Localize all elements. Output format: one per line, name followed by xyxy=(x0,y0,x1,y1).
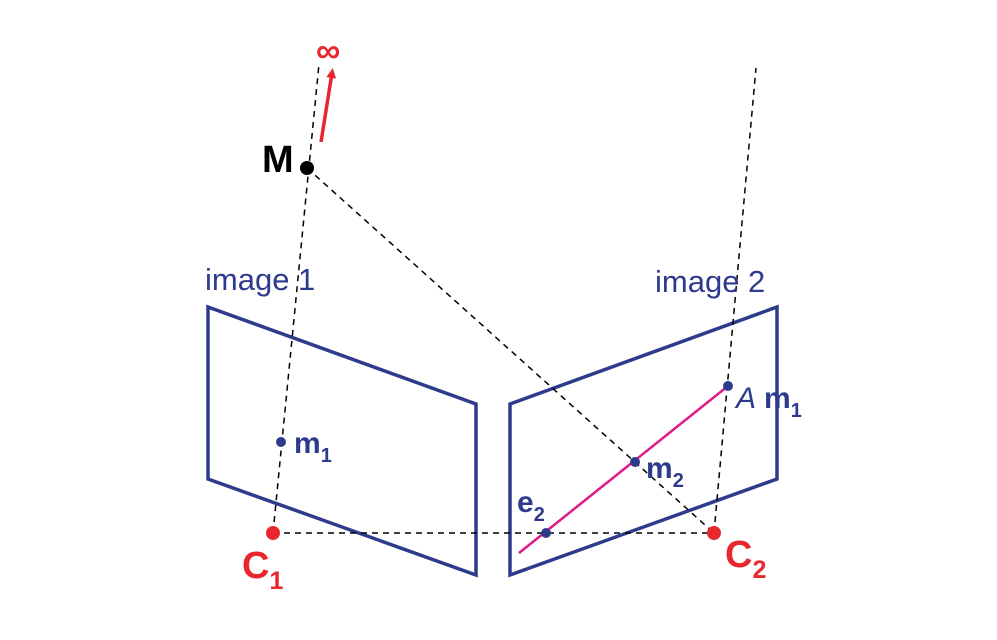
camera-center-C2 xyxy=(707,526,721,540)
m1-label-sub: 1 xyxy=(321,445,332,467)
image1-label: image 1 xyxy=(205,262,315,297)
point-e2 xyxy=(541,528,551,538)
m2-label: m2 xyxy=(646,452,684,492)
e2-label-base: e xyxy=(517,486,534,519)
image2-label: image 2 xyxy=(655,264,765,299)
image-plane-1 xyxy=(206,304,478,578)
Am1-label-base: m xyxy=(764,382,791,415)
e2-label: e2 xyxy=(517,486,545,526)
point-Am1 xyxy=(723,381,733,391)
e2-label-sub: 2 xyxy=(534,504,545,526)
point-M xyxy=(300,161,314,175)
C1-label-base: C xyxy=(242,545,269,587)
C2-label-sub: 2 xyxy=(752,556,766,584)
point-m2 xyxy=(630,457,640,467)
m1-label-base: m xyxy=(294,427,321,460)
epipolar-line xyxy=(518,385,729,554)
ray-c1-to-infinity xyxy=(272,63,320,534)
camera-center-C1 xyxy=(266,526,280,540)
Am1-label-sub: 1 xyxy=(791,400,802,422)
m1-label: m1 xyxy=(294,427,332,467)
ray-m-to-c2 xyxy=(306,167,715,534)
ray-c2-to-infinity xyxy=(713,67,757,534)
C1-label-sub: 1 xyxy=(269,567,283,595)
A-symbol: A xyxy=(734,382,756,415)
image-plane-2 xyxy=(508,304,779,578)
point-m1-image1 xyxy=(276,437,286,447)
infinity-arrow xyxy=(319,68,337,143)
C2-label-base: C xyxy=(725,534,752,576)
point-M-label: M xyxy=(262,139,294,181)
C1-label: C1 xyxy=(242,545,283,595)
infinity-label: ∞ xyxy=(316,32,340,70)
m2-label-sub: 2 xyxy=(673,470,684,492)
m2-label-base: m xyxy=(646,452,673,485)
C2-label: C2 xyxy=(725,534,766,584)
